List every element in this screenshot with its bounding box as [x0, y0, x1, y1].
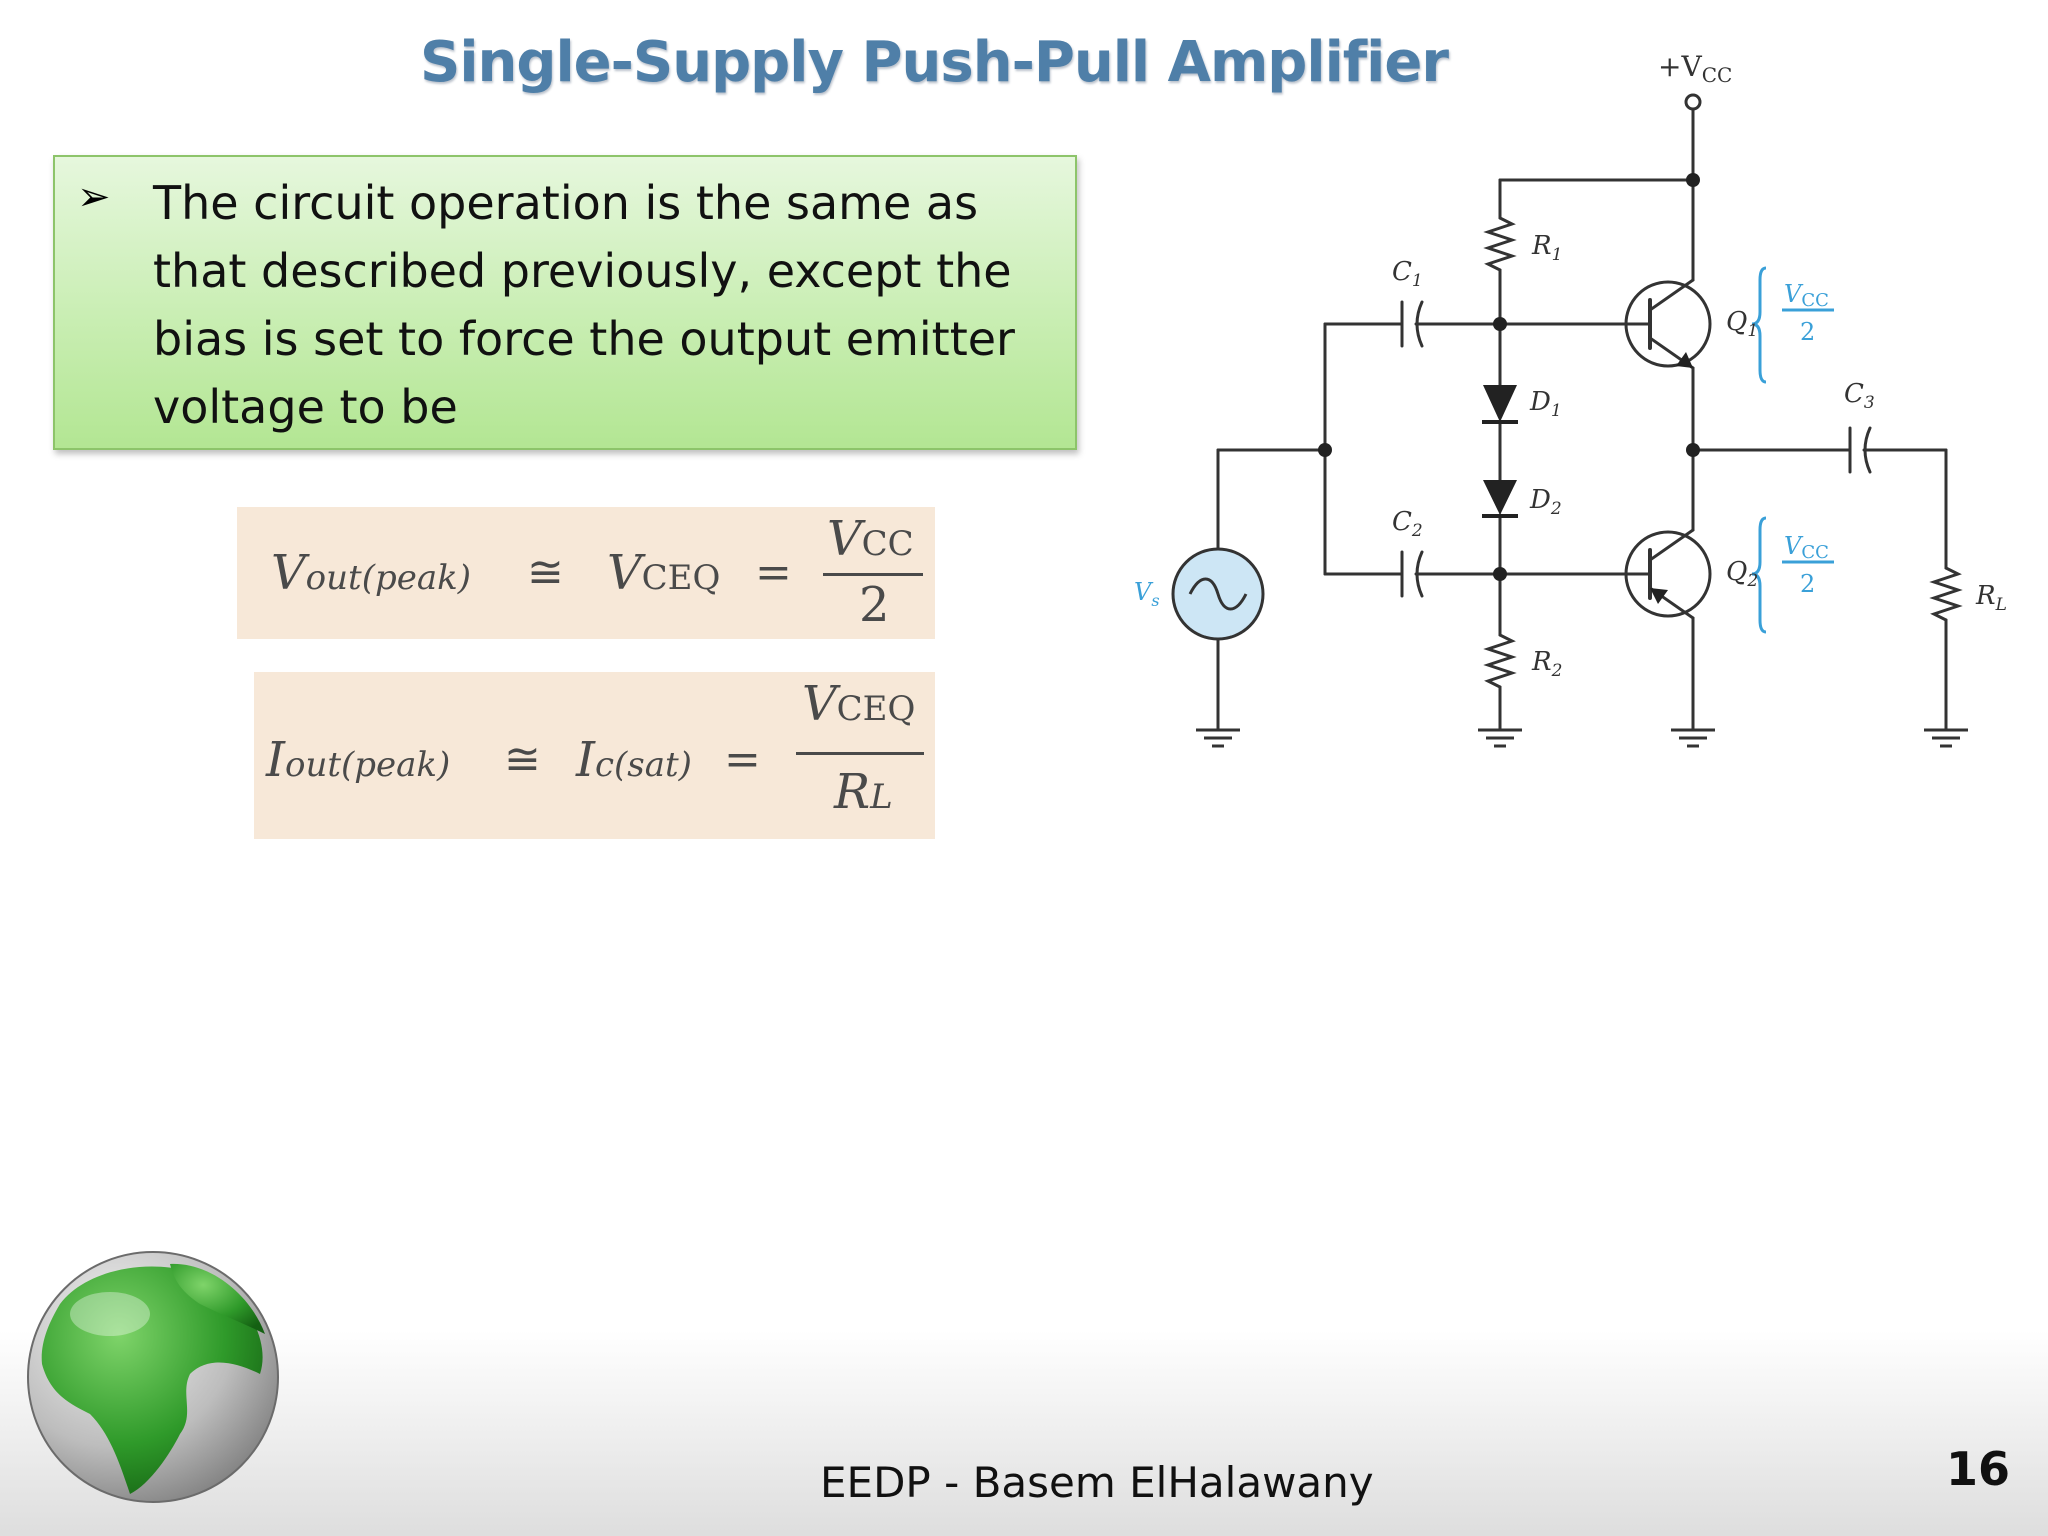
q2-vcc-half-denominator: 2 [1800, 570, 1815, 598]
formula-1-numerator: VCC [827, 511, 914, 567]
formula-1-lhs: Vout(peak) [271, 545, 471, 601]
formula-vout-peak: Vout(peak) ≅ VCEQ = VCC 2 [237, 507, 935, 639]
formula-1-approx: ≅ [527, 547, 564, 598]
c2-label: C2 [1392, 507, 1423, 541]
bullet-text: The circuit operation is the same as tha… [153, 176, 1015, 434]
q2-vcc-half-numerator: VCC [1784, 532, 1829, 563]
push-pull-circuit-diagram: +VCC C1 C2 C3 R1 R2 RL D1 D2 Q1 Q2 Vs VC… [1134, 50, 2007, 748]
footer-shade [0, 1330, 2048, 1536]
bullet-callout: ➢ The circuit operation is the same as t… [53, 155, 1077, 450]
r2-label: R2 [1531, 647, 1562, 681]
formula-2-equals: = [724, 734, 761, 785]
formula-1-equals: = [755, 547, 792, 598]
d2-label: D2 [1529, 485, 1562, 519]
formula-iout-peak: Iout(peak) ≅ Ic(sat) = VCEQ RL [254, 672, 935, 839]
c3-label: C3 [1844, 379, 1875, 413]
d1-label: D1 [1529, 387, 1562, 421]
formula-2-approx: ≅ [504, 734, 541, 785]
q2-label: Q2 [1726, 557, 1758, 591]
q1-vcc-half-denominator: 2 [1800, 318, 1815, 346]
formula-2-lhs: Iout(peak) [266, 732, 451, 788]
q1-vcc-half-numerator: VCC [1784, 280, 1829, 311]
formula-2-fraction-bar [796, 752, 924, 755]
globe-icon [27, 1251, 279, 1503]
page-number: 16 [1945, 1442, 2010, 1496]
formula-2-mid: Ic(sat) [576, 732, 692, 788]
q1-label: Q1 [1726, 307, 1758, 341]
footer-author: EEDP - Basem ElHalawany [820, 1458, 1374, 1507]
formula-2-denominator: RL [834, 764, 893, 820]
ground-icon [1196, 728, 1968, 748]
formula-1-denominator: 2 [859, 577, 890, 633]
slide-title: Single-Supply Push-Pull Amplifier [420, 30, 1449, 95]
formula-1-mid: VCEQ [607, 545, 721, 601]
c1-label: C1 [1392, 257, 1423, 291]
formula-1-fraction-bar [823, 573, 923, 576]
supply-label: +VCC [1658, 50, 1732, 87]
r1-label: R1 [1531, 231, 1562, 265]
rl-label: RL [1975, 581, 2007, 615]
bullet-arrow-icon: ➢ [77, 174, 111, 220]
vs-label: Vs [1134, 578, 1160, 610]
formula-2-numerator: VCEQ [802, 676, 916, 732]
